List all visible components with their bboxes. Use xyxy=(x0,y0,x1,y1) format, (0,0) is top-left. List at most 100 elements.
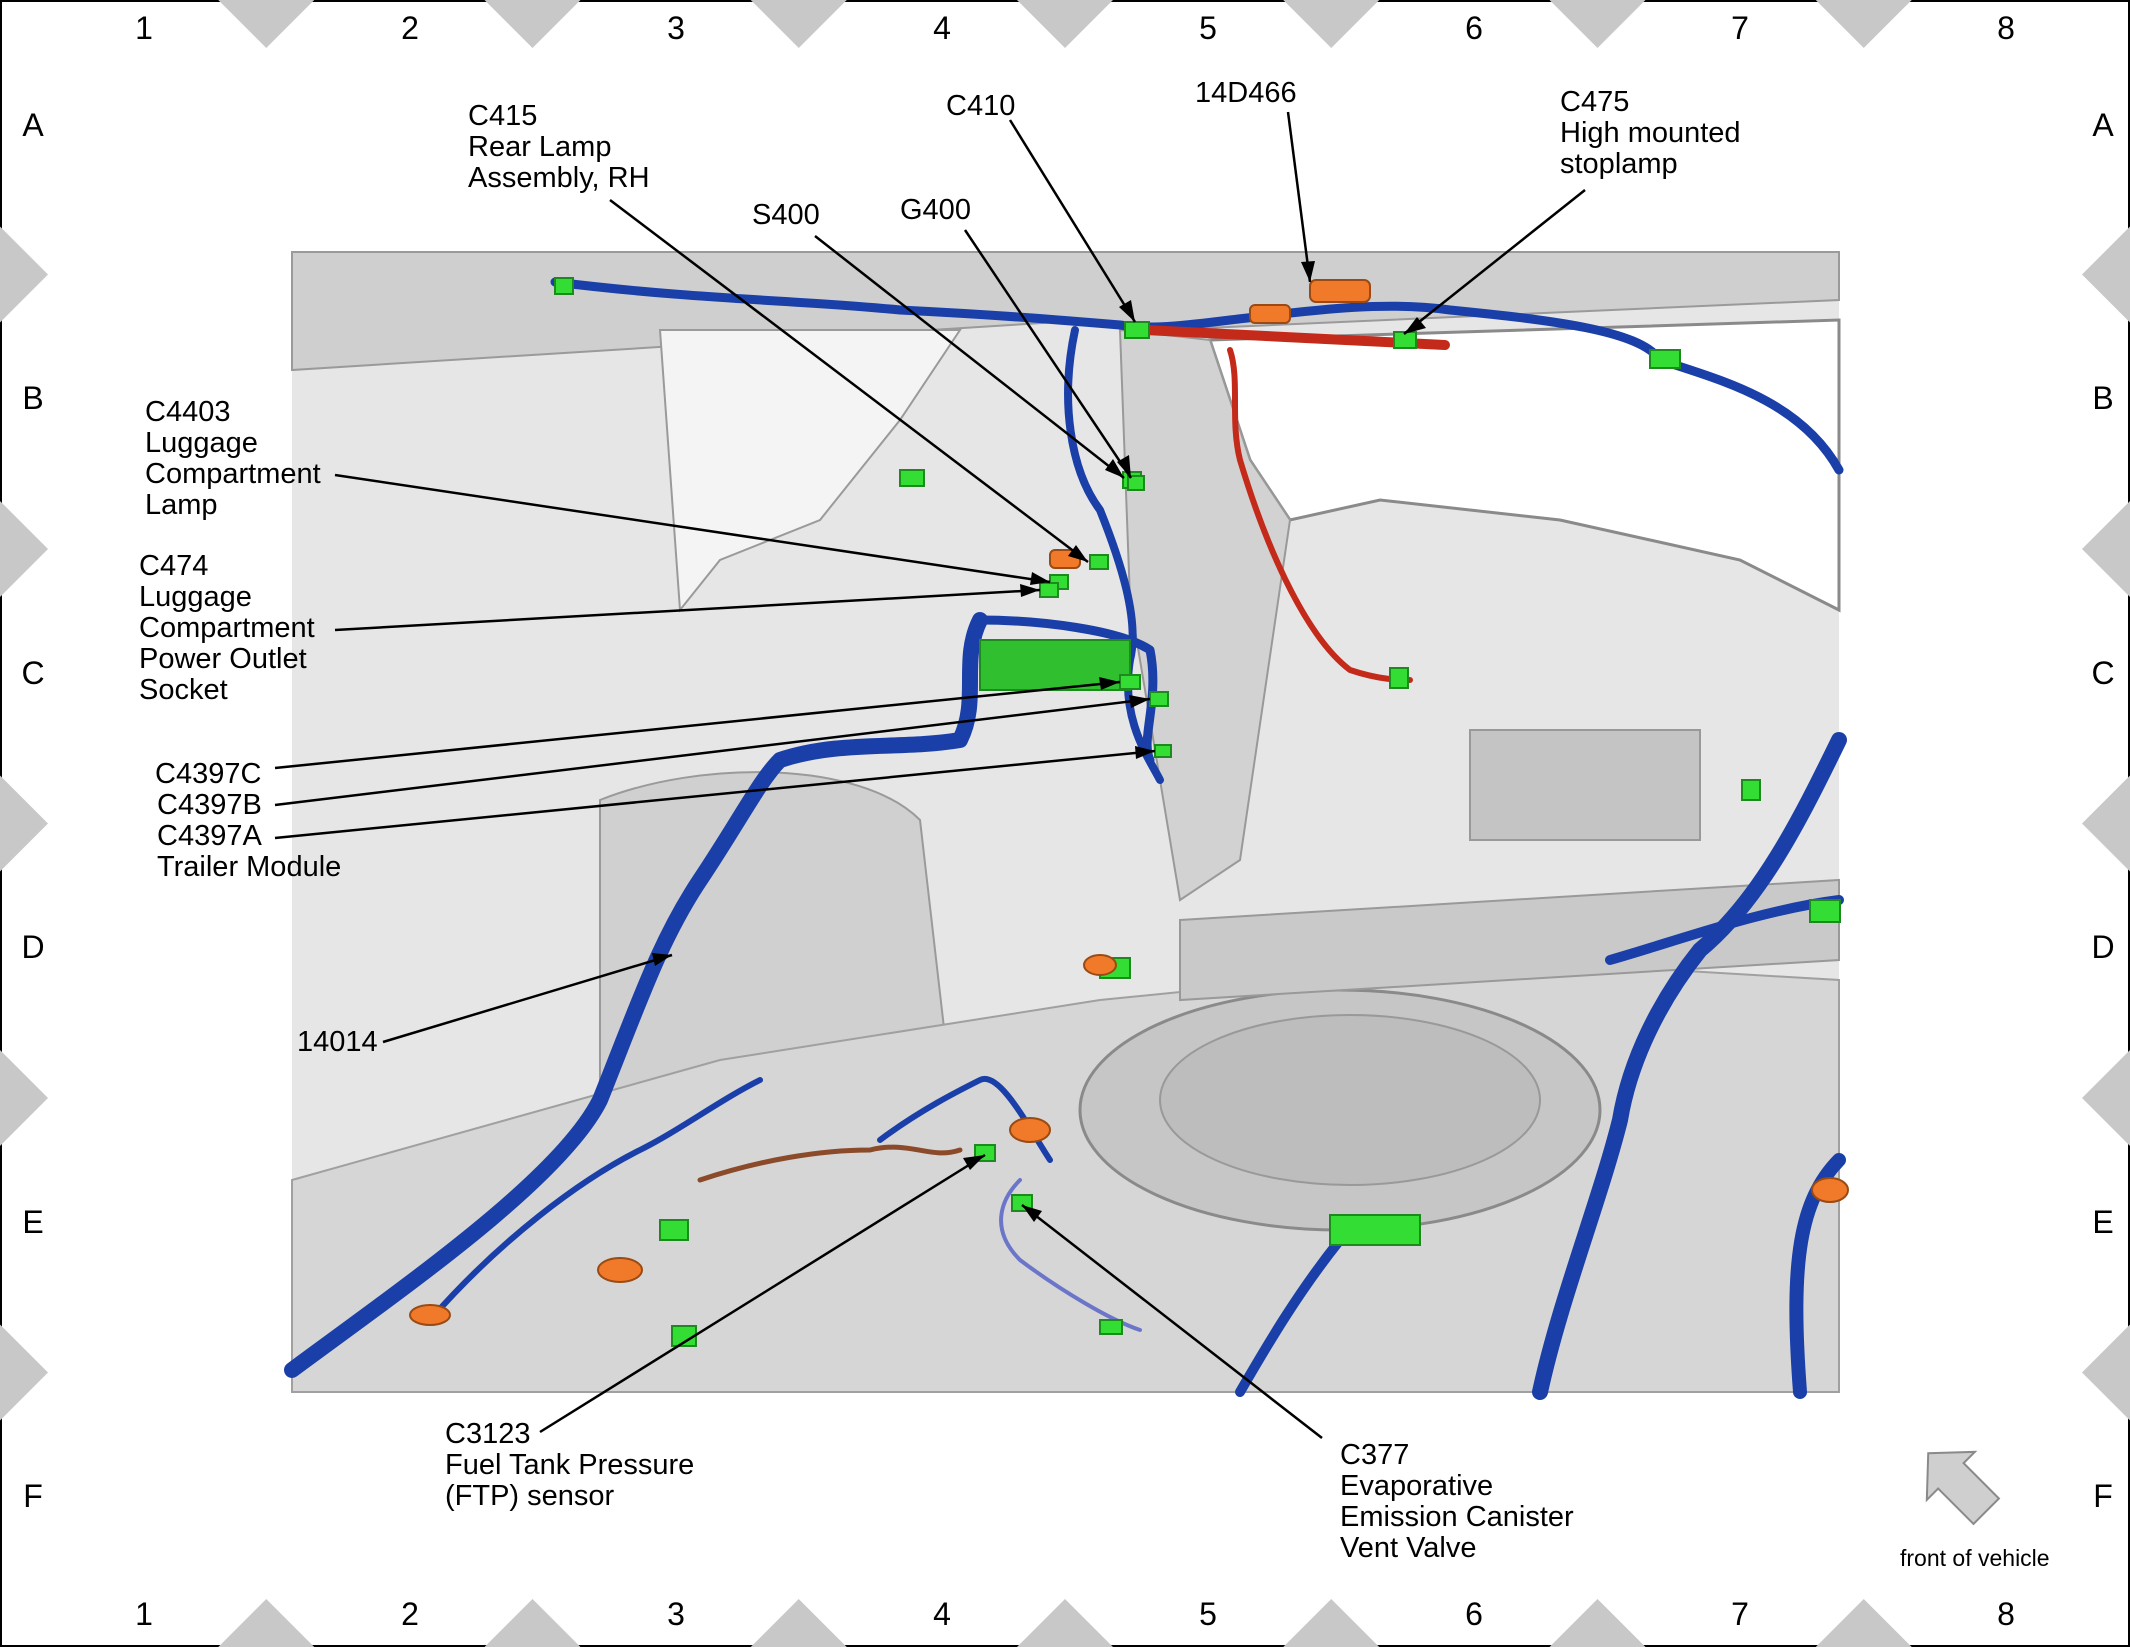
leader-lines xyxy=(274,111,1586,1439)
callout-line: Compartment xyxy=(145,458,321,490)
arrowhead-c415 xyxy=(1068,545,1088,562)
zone-marker xyxy=(1549,1599,1646,1647)
row-label: F xyxy=(2093,1478,2113,1514)
arrowhead-c475 xyxy=(1404,317,1426,334)
arrowhead-c4403 xyxy=(1030,572,1050,585)
zone-marker xyxy=(1283,0,1380,48)
connector-c4397c xyxy=(1119,674,1141,690)
leader-c474 xyxy=(334,588,1041,632)
harness-lower-left xyxy=(427,1077,763,1323)
callout-line: 14D466 xyxy=(1195,77,1297,109)
callout-line: C474 xyxy=(139,550,209,582)
leader-c415 xyxy=(609,199,1089,563)
callout-14d466: 14D466 xyxy=(1195,78,1297,109)
arrowhead-g400 xyxy=(1117,455,1131,478)
zone-marker xyxy=(2082,1050,2130,1146)
harness-fuel xyxy=(999,1178,1142,1332)
column-label: 4 xyxy=(933,10,951,46)
zone-marker xyxy=(0,775,48,872)
callout-line: Assembly, RH xyxy=(468,162,650,194)
callout-line: Power Outlet xyxy=(139,643,307,675)
callout-line: C4403 xyxy=(145,396,231,428)
callout-line: Lamp xyxy=(145,489,218,521)
row-label: C xyxy=(2091,655,2115,691)
zone-marker xyxy=(0,1050,48,1146)
connector-rear-lamp xyxy=(1089,554,1109,570)
row-label: B xyxy=(22,380,44,416)
leader-c4397c xyxy=(274,680,1121,770)
arrowhead-c410 xyxy=(1119,300,1135,322)
row-label: F xyxy=(23,1478,43,1514)
connector-misc-1 xyxy=(554,277,574,295)
arrowhead-c4397c xyxy=(1099,677,1120,690)
column-label: 8 xyxy=(1997,1596,2015,1632)
zone-marker xyxy=(2082,226,2130,323)
column-label: 1 xyxy=(135,1596,153,1632)
callout-line: G400 xyxy=(900,194,971,226)
grommet-4 xyxy=(1811,1177,1849,1203)
callout-c4403: C4403 Luggage Compartment Lamp xyxy=(145,397,321,521)
leader-c475 xyxy=(1403,189,1586,335)
leader-c4403 xyxy=(334,473,1051,584)
callout-c4397b: C4397B xyxy=(157,790,262,821)
zone-marker xyxy=(1815,1599,1912,1647)
connector-misc-3 xyxy=(1649,349,1681,369)
row-label: E xyxy=(22,1204,44,1240)
connector-c4397b xyxy=(1149,691,1169,707)
leader-c410 xyxy=(1008,119,1137,323)
column-label: 5 xyxy=(1199,10,1217,46)
connector-misc-4 xyxy=(1741,779,1761,801)
arrowhead-c377 xyxy=(1022,1205,1042,1222)
callout-c410: C410 xyxy=(946,91,1015,122)
connector-misc-5 xyxy=(1809,899,1841,923)
column-label: 2 xyxy=(401,10,419,46)
harness-brown xyxy=(697,1144,963,1183)
column-label: 7 xyxy=(1731,10,1749,46)
leader-14d466 xyxy=(1286,111,1312,283)
leader-g400 xyxy=(963,229,1133,479)
zone-marker xyxy=(0,1324,48,1421)
vehicle-body-illustration xyxy=(291,251,1841,1393)
harness-red-window xyxy=(1227,347,1413,683)
callout-s400: S400 xyxy=(752,200,820,231)
row-label: A xyxy=(22,107,44,143)
callout-line: Rear Lamp xyxy=(468,131,612,163)
grommet-2 xyxy=(597,1257,643,1283)
connector-g400 xyxy=(1127,475,1145,491)
callout-line: 14014 xyxy=(297,1026,378,1058)
column-label: 6 xyxy=(1465,1596,1483,1632)
callout-g400: G400 xyxy=(900,195,971,226)
callout-line: Trailer Module xyxy=(157,851,342,883)
arrowhead-c474 xyxy=(1020,584,1040,597)
column-label: 3 xyxy=(667,1596,685,1632)
callout-line: C4397C xyxy=(155,758,262,790)
callout-line: C475 xyxy=(1560,86,1630,118)
connector-misc-2 xyxy=(1389,667,1409,689)
connector-misc-9 xyxy=(659,1219,689,1241)
connector-c4397a xyxy=(1154,744,1172,758)
leader-14014 xyxy=(382,953,673,1044)
row-label: C xyxy=(21,655,45,691)
callout-c4397a: C4397A Trailer Module xyxy=(157,821,341,883)
callout-line: Luggage xyxy=(139,581,252,613)
grommet-6 xyxy=(1249,304,1291,324)
zone-marker xyxy=(484,0,581,48)
column-label: 2 xyxy=(401,1596,419,1632)
row-label: D xyxy=(2091,929,2115,965)
harness-right-far xyxy=(1789,1153,1846,1399)
arrowhead-c4397a xyxy=(1135,746,1155,759)
column-label: 8 xyxy=(1997,10,2015,46)
connector-misc-7 xyxy=(899,469,925,487)
column-label: 3 xyxy=(667,10,685,46)
callout-c415: C415 Rear Lamp Assembly, RH xyxy=(468,101,650,194)
grommets xyxy=(409,279,1849,1326)
grommet-5 xyxy=(1083,954,1117,976)
arrowhead-14014 xyxy=(652,953,672,966)
column-label: 7 xyxy=(1731,1596,1749,1632)
callout-line: stoplamp xyxy=(1560,148,1678,180)
arrowhead-14d466 xyxy=(1301,261,1315,282)
callout-line: Compartment xyxy=(139,612,315,644)
leader-arrowheads xyxy=(652,261,1426,1222)
harness-right-main xyxy=(1532,732,1847,1400)
